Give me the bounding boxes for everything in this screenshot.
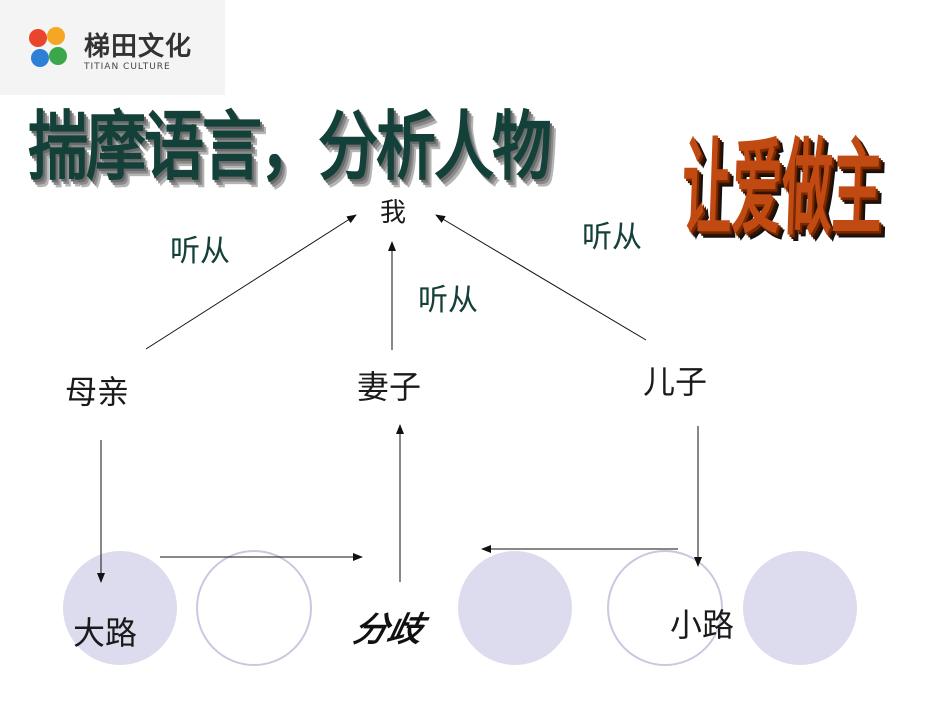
arrow-mother-to-me xyxy=(145,214,357,350)
logo-subtitle: TITIAN CULTURE xyxy=(84,62,171,72)
slide-title: 揣摩语言，分析人物 xyxy=(28,103,552,192)
node-small-road: 小路 xyxy=(670,606,735,644)
node-mother: 母亲 xyxy=(65,373,130,411)
circle-decor xyxy=(743,551,857,665)
circle-decor xyxy=(63,551,177,665)
node-me: 我 xyxy=(380,198,407,228)
node-big-road: 大路 xyxy=(73,614,138,652)
logo: 梯田文化 TITIAN CULTURE xyxy=(0,0,225,95)
circle-decor xyxy=(458,551,572,665)
arrow-son-to-me xyxy=(435,214,647,341)
circle-decor xyxy=(196,550,312,666)
edge-label-son-to-me: 听从 xyxy=(582,220,642,255)
logo-name: 梯田文化 xyxy=(84,32,193,62)
logo-icon xyxy=(29,27,67,67)
node-fork: 分歧 xyxy=(350,610,427,650)
node-son: 儿子 xyxy=(643,363,708,401)
circle-decor xyxy=(607,550,723,666)
edge-label-wife-to-me: 听从 xyxy=(418,283,478,318)
edge-label-mother-to-me: 听从 xyxy=(170,234,230,269)
node-wife: 妻子 xyxy=(357,368,422,406)
